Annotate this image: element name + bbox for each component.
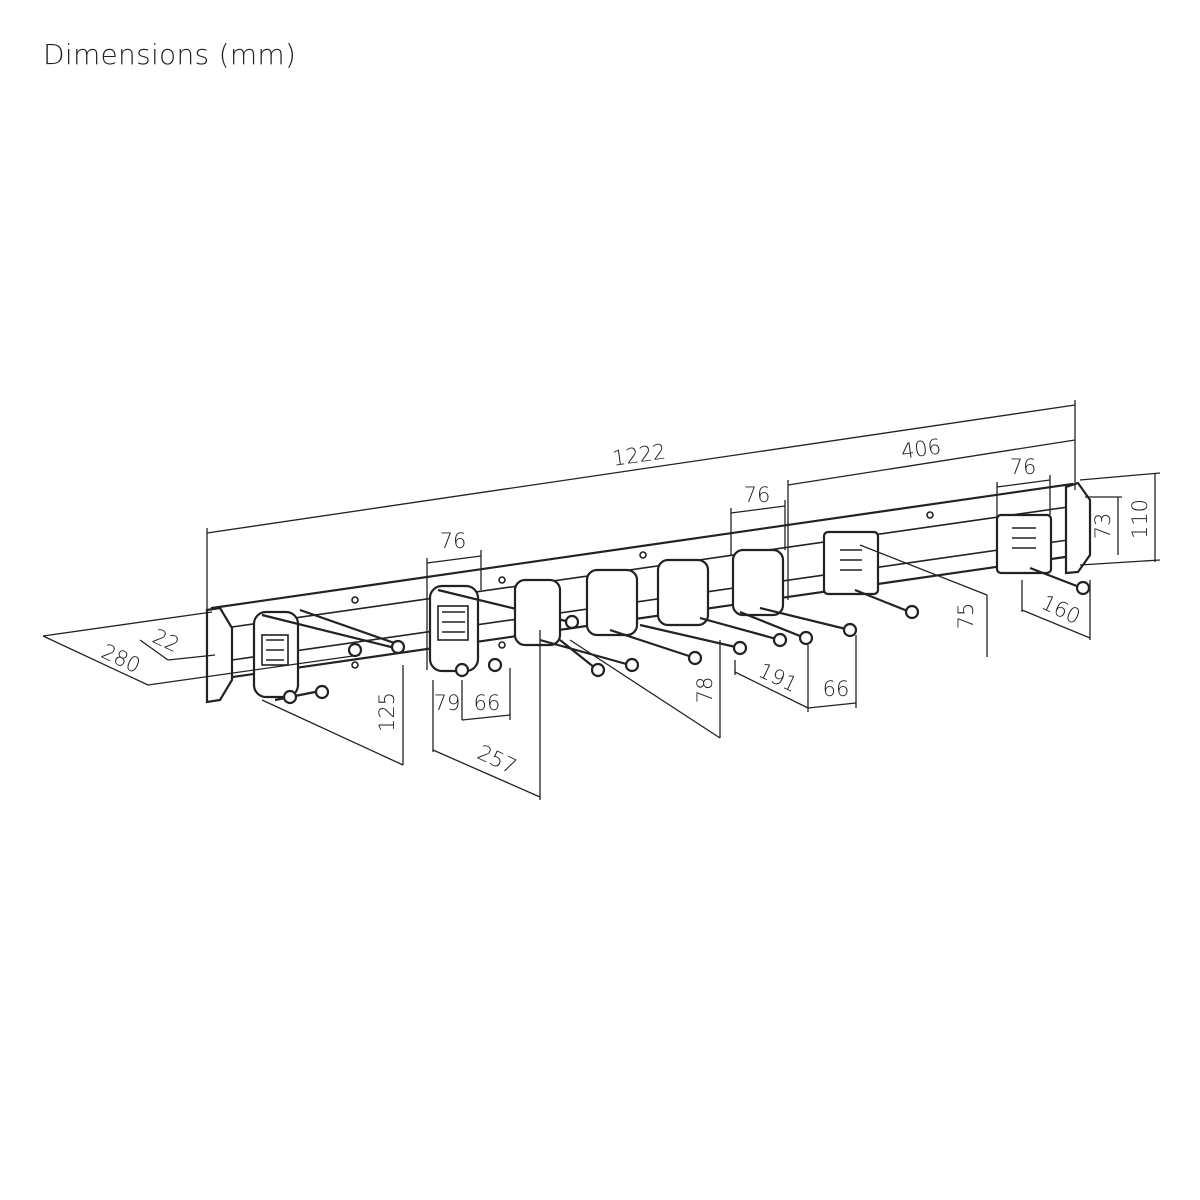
dim-75: 75: [954, 603, 978, 630]
dim-79: 79: [434, 691, 461, 715]
dimension-labels: 1222 406 76 76 76 73 110 280 22 125 79 6…: [98, 434, 1152, 779]
diagram-title: Dimensions (mm): [43, 38, 297, 71]
dim-160: 160: [1038, 590, 1084, 629]
dim-66-right: 66: [823, 677, 850, 701]
right-end-cap: [1064, 481, 1092, 575]
dim-125: 125: [375, 692, 399, 732]
dim-66-left: 66: [474, 691, 501, 715]
left-end-cap: [205, 606, 234, 704]
dim-76-left: 76: [440, 529, 467, 553]
dim-73: 73: [1091, 513, 1115, 540]
dim-22: 22: [149, 624, 183, 657]
hooks: [252, 513, 1091, 705]
dim-110: 110: [1128, 499, 1152, 539]
dim-257: 257: [474, 740, 520, 779]
dim-78: 78: [693, 677, 717, 704]
dim-406: 406: [900, 434, 943, 463]
mounting-holes: [351, 511, 934, 669]
wall-rail: [205, 481, 1092, 704]
dim-76-right: 76: [1010, 455, 1037, 479]
dimension-lines: [42, 400, 1161, 800]
dim-76-mid: 76: [744, 483, 771, 507]
dim-191: 191: [755, 658, 801, 697]
